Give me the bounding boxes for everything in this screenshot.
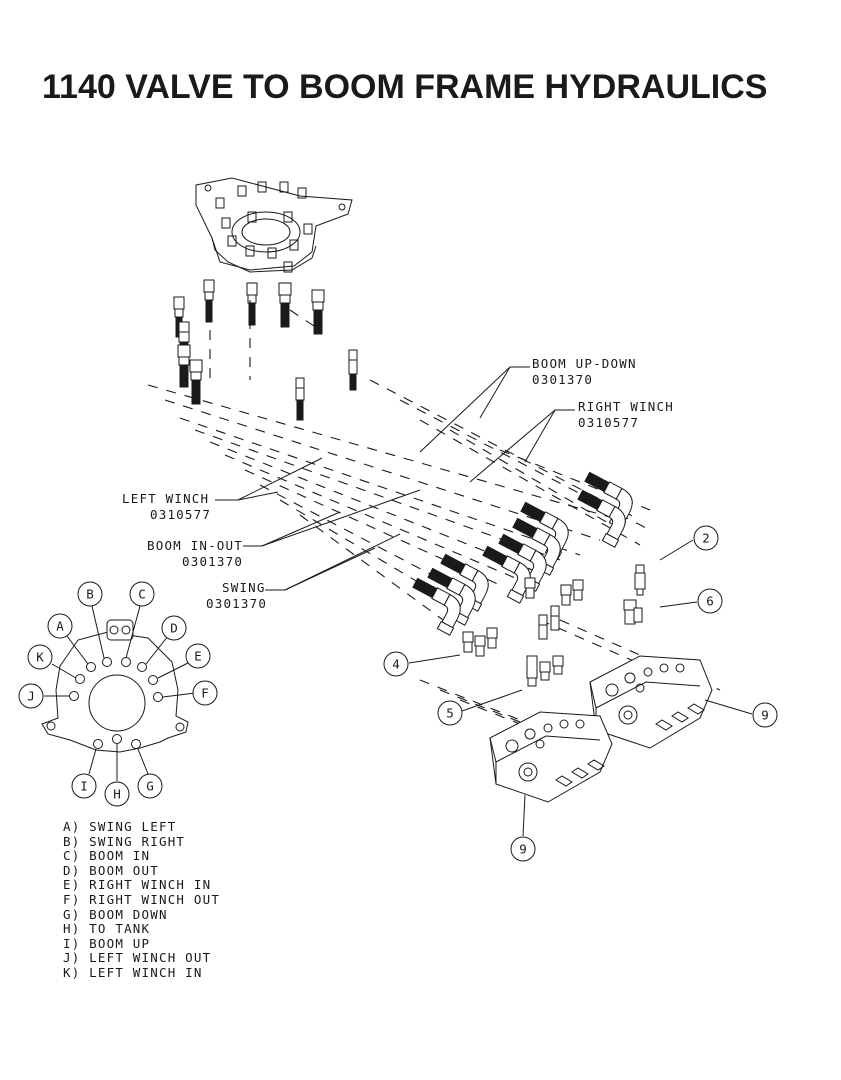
legend-item: B) SWING RIGHT xyxy=(63,833,186,849)
port-plate-diagram: A B C D E F G H I J K xyxy=(18,581,218,807)
boom-in-out-label: BOOM IN-OUT xyxy=(147,538,243,553)
legend-item: F) RIGHT WINCH OUT xyxy=(63,891,221,907)
port-letter-j: J xyxy=(27,689,35,704)
plate-fittings xyxy=(173,279,358,421)
item-number-2: 2 xyxy=(702,531,710,546)
item-balloon-4: 4 xyxy=(383,651,409,677)
right-winch-label: RIGHT WINCH xyxy=(578,399,674,414)
port-letter-e: E xyxy=(194,649,202,664)
item-number-9-front: 9 xyxy=(519,842,527,857)
valve-adapters xyxy=(462,564,646,687)
legend-item: G) BOOM DOWN xyxy=(63,906,168,922)
port-letter-k: K xyxy=(36,650,44,665)
control-valve-front xyxy=(489,711,613,803)
port-letter-h: H xyxy=(113,787,121,802)
legend-item: D) BOOM OUT xyxy=(63,862,159,878)
port-letter-f: F xyxy=(201,686,209,701)
legend-item: C) BOOM IN xyxy=(63,848,151,864)
boom-in-out-part: 0301370 xyxy=(182,554,243,569)
port-letter-c: C xyxy=(138,587,146,602)
legend-item: J) LEFT WINCH OUT xyxy=(63,950,212,966)
item-number-5: 5 xyxy=(446,706,454,721)
item-number-6: 6 xyxy=(706,594,714,609)
legend-item: A) SWING LEFT xyxy=(63,819,177,834)
hose-ends xyxy=(412,471,633,636)
legend-item: H) TO TANK xyxy=(63,921,151,937)
port-legend: A) SWING LEFT B) SWING RIGHT C) BOOM IN … xyxy=(63,819,221,981)
item-balloon-9-rear: 9 xyxy=(752,702,778,728)
right-winch-part: 0310577 xyxy=(578,415,639,430)
page-title: 1140 VALVE TO BOOM FRAME HYDRAULICS xyxy=(42,68,768,106)
swing-part: 0301370 xyxy=(206,596,267,611)
port-letter-a: A xyxy=(56,619,64,634)
item-number-4: 4 xyxy=(392,657,400,672)
port-letter-b: B xyxy=(86,587,94,602)
port-letter-d: D xyxy=(170,621,178,636)
item-balloon-2: 2 xyxy=(693,525,719,551)
boom-frame-plate xyxy=(195,177,353,273)
item-balloon-5: 5 xyxy=(437,700,463,726)
left-winch-part: 0310577 xyxy=(150,507,211,522)
callout-leaders xyxy=(215,366,753,837)
legend-item: E) RIGHT WINCH IN xyxy=(63,877,212,893)
item-balloon-6: 6 xyxy=(697,588,723,614)
legend-item: I) BOOM UP xyxy=(63,935,151,951)
control-valve-rear xyxy=(589,655,713,749)
swing-label: SWING xyxy=(222,580,266,595)
boom-up-down-label: BOOM UP-DOWN xyxy=(532,356,637,371)
port-letter-i: I xyxy=(80,779,88,794)
boom-up-down-part: 0301370 xyxy=(532,372,593,387)
item-number-9-rear: 9 xyxy=(761,708,769,723)
port-letter-g: G xyxy=(146,779,154,794)
legend-item: K) LEFT WINCH IN xyxy=(63,964,203,980)
left-winch-label: LEFT WINCH xyxy=(122,491,209,506)
item-balloon-9-front: 9 xyxy=(510,836,536,862)
